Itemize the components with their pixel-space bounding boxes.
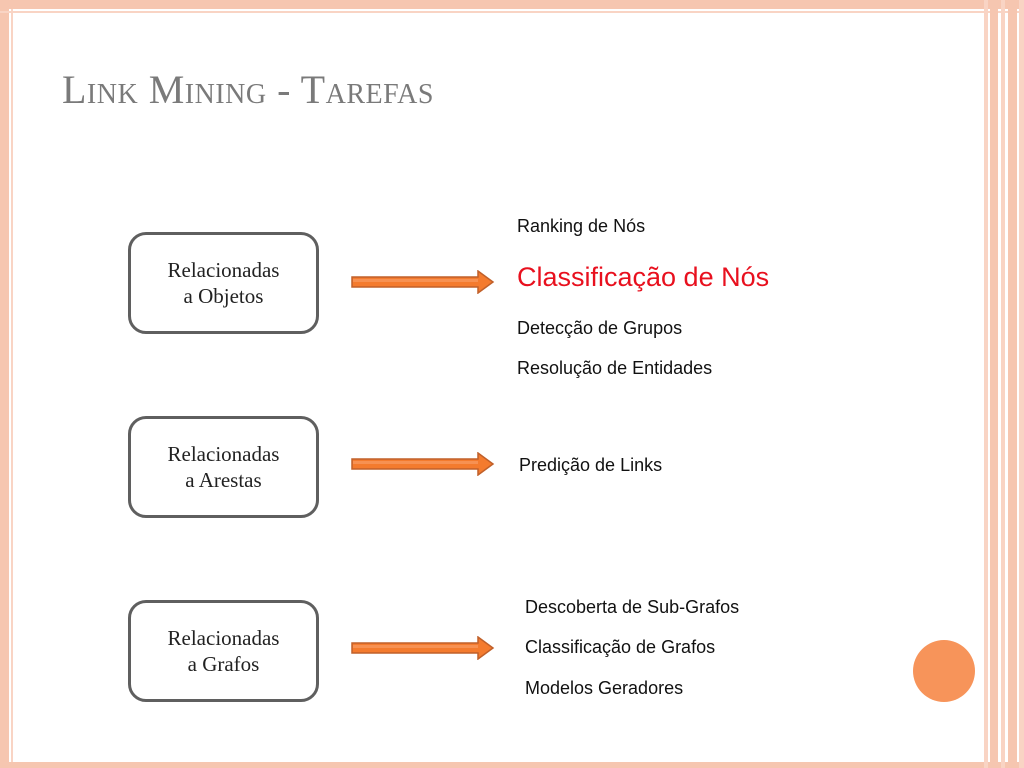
slide-title: Link Mining - Tarefas xyxy=(62,67,434,112)
task-item: Resolução de Entidades xyxy=(517,358,713,378)
frame-left-inner-line xyxy=(11,0,13,768)
box-label-line2: a Arestas xyxy=(185,468,262,492)
arrow-right-icon xyxy=(351,636,495,660)
decorative-circle xyxy=(913,640,975,702)
category-box-objetos: Relacionadas a Objetos xyxy=(128,232,319,334)
right-stripe xyxy=(1008,0,1017,768)
box-label-line1: Relacionadas xyxy=(167,258,280,282)
right-stripe xyxy=(984,0,988,768)
task-item-highlighted: Classificação de Nós xyxy=(517,262,770,292)
frame-left-border xyxy=(0,0,9,768)
frame-top-inner-line xyxy=(0,11,1024,13)
arrow-right-icon xyxy=(351,270,495,294)
right-stripe xyxy=(990,0,998,768)
box-label-line2: a Grafos xyxy=(187,652,260,676)
task-item: Classificação de Grafos xyxy=(525,637,716,657)
task-item: Ranking de Nós xyxy=(517,216,646,236)
box-label-line1: Relacionadas xyxy=(167,442,280,466)
box-label-line1: Relacionadas xyxy=(167,626,280,650)
right-stripe xyxy=(1019,0,1024,768)
frame-bottom-border xyxy=(0,762,1024,768)
arrow-right-icon xyxy=(351,452,495,476)
task-item: Modelos Geradores xyxy=(525,678,684,698)
frame-top-border xyxy=(0,0,1024,9)
category-box-grafos: Relacionadas a Grafos xyxy=(128,600,319,702)
category-box-arestas: Relacionadas a Arestas xyxy=(128,416,319,518)
box-label-line2: a Objetos xyxy=(183,284,264,308)
task-item: Predição de Links xyxy=(519,455,663,475)
right-stripe xyxy=(1001,0,1005,768)
task-item: Descoberta de Sub-Grafos xyxy=(525,597,740,617)
task-item: Detecção de Grupos xyxy=(517,318,683,338)
